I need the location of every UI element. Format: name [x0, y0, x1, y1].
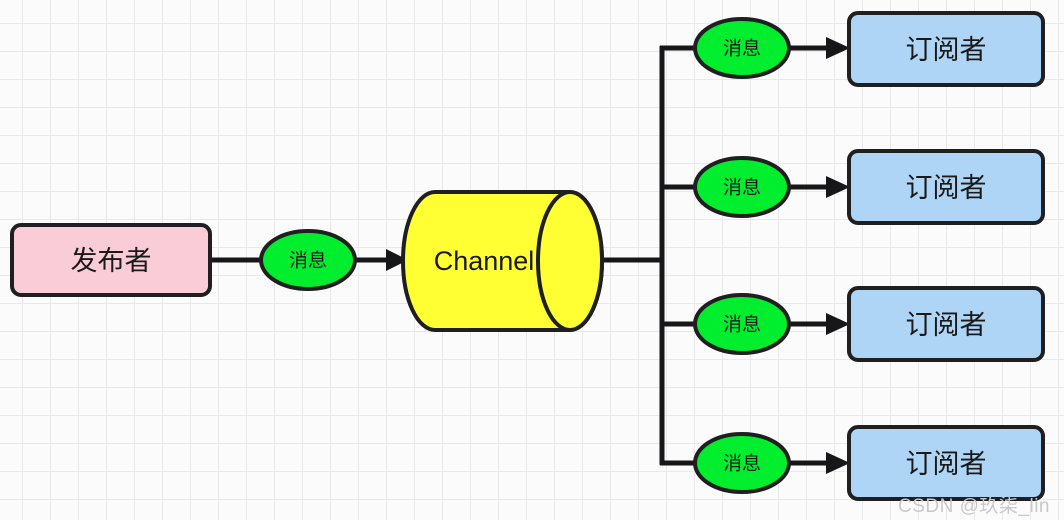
arrowhead-subscriber-3	[826, 313, 850, 335]
channel-label: Channel	[434, 246, 535, 276]
subscriber-label-4: 订阅者	[906, 449, 987, 479]
publisher-box[interactable]	[10, 223, 212, 297]
message-label-3: 消息	[723, 314, 761, 336]
subscriber-node-2[interactable]: 订阅者	[847, 149, 1045, 225]
message-ellipse-3[interactable]	[693, 293, 791, 355]
subscriber-node-4[interactable]: 订阅者	[847, 425, 1045, 501]
arrowhead-subscriber-4	[826, 452, 850, 474]
branch-message-node-1[interactable]: 消息	[693, 17, 791, 79]
arrowhead-subscriber-2	[826, 176, 850, 198]
channel-cylinder-cap	[536, 190, 604, 332]
arrowhead-to-channel	[386, 249, 408, 271]
watermark: CSDN @玖柒_lin	[898, 496, 1050, 517]
subscriber-node-1[interactable]: 订阅者	[847, 11, 1045, 87]
subscriber-label-3: 订阅者	[906, 310, 987, 340]
message-ellipse-4[interactable]	[693, 432, 791, 494]
subscriber-node-3[interactable]: 订阅者	[847, 286, 1045, 362]
publisher-message-label: 消息	[289, 250, 327, 272]
subscriber-box-3[interactable]	[847, 286, 1045, 362]
message-label-4: 消息	[723, 453, 761, 475]
connector-layer	[210, 37, 850, 474]
publisher-label: 发布者	[71, 246, 152, 276]
subscriber-box-1[interactable]	[847, 11, 1045, 87]
message-label-1: 消息	[723, 38, 761, 60]
subscriber-box-2[interactable]	[847, 149, 1045, 225]
arrowhead-subscriber-1	[826, 37, 850, 59]
publisher-message-node[interactable]: 消息	[259, 229, 357, 291]
message-ellipse-1[interactable]	[693, 17, 791, 79]
publisher-message-ellipse[interactable]	[259, 229, 357, 291]
channel-node[interactable]: Channel	[401, 190, 604, 332]
message-ellipse-2[interactable]	[693, 156, 791, 218]
branch-message-node-3[interactable]: 消息	[693, 293, 791, 355]
publisher-node[interactable]: 发布者	[10, 223, 212, 297]
message-label-2: 消息	[723, 177, 761, 199]
branch-message-node-2[interactable]: 消息	[693, 156, 791, 218]
subscriber-box-4[interactable]	[847, 425, 1045, 501]
subscriber-label-1: 订阅者	[906, 35, 987, 65]
branch-message-node-4[interactable]: 消息	[693, 432, 791, 494]
subscriber-label-2: 订阅者	[906, 173, 987, 203]
